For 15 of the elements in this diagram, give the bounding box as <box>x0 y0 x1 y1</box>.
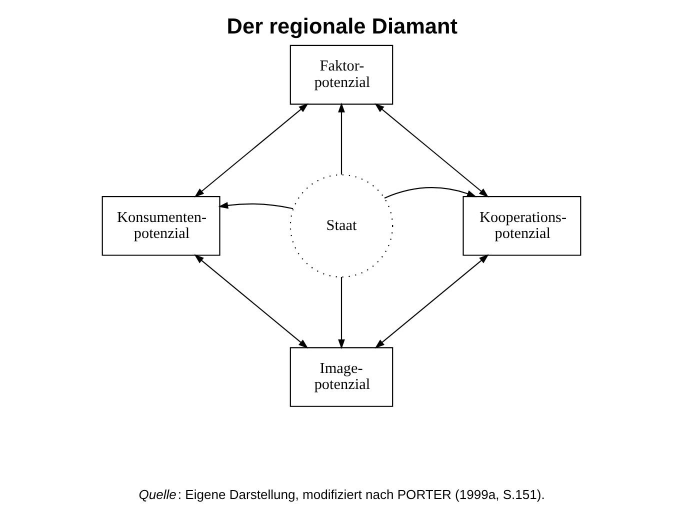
arrow <box>374 103 489 198</box>
arrow <box>374 254 489 348</box>
diagram-title: Der regionale Diamant <box>226 14 458 38</box>
node-box: Kooperations- potenzial <box>462 196 582 256</box>
arrow <box>218 202 294 210</box>
arrow <box>194 254 308 348</box>
caption: Quelle: Eigene Darstellung, modifiziert nach PORTER (1999a, S.151). <box>138 486 545 502</box>
node-box: Konsumenten- potenzial <box>102 196 220 256</box>
node-circle: Staat <box>290 174 394 278</box>
arrow <box>194 103 308 198</box>
arrow <box>384 187 477 199</box>
node-box: Faktor- potenzial <box>290 44 394 105</box>
node-box: Image- potenzial <box>290 347 394 407</box>
arrow <box>338 277 345 350</box>
arrow <box>338 102 345 175</box>
